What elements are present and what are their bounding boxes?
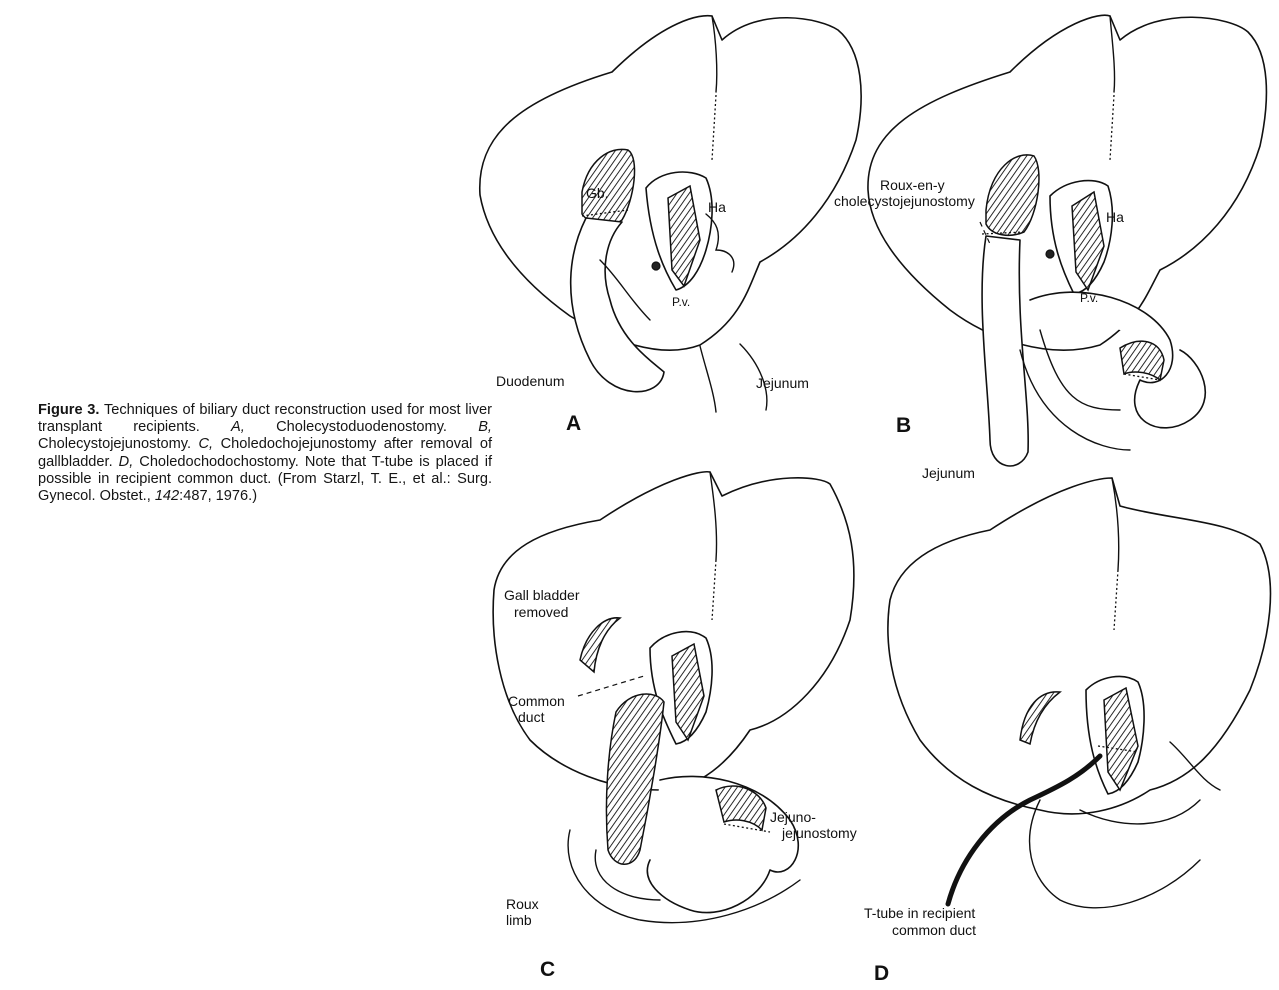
panel-letter-a: A	[566, 412, 581, 435]
panel-letter-c: C	[540, 958, 555, 981]
label-common-duct-2: duct	[518, 709, 545, 725]
label-roux-b-2: cholecystojejunostomy	[834, 193, 975, 209]
label-jejunum-a: Jejunum	[756, 375, 809, 391]
label-ha-a: Ha	[708, 199, 726, 215]
label-pv-b: P.v.	[1080, 291, 1098, 305]
panel-a: Gb. Ha P.v. Duodenum Jejunum A	[480, 16, 861, 435]
panel-c: Gall bladder removed Common duct Jejuno-…	[493, 472, 857, 981]
label-pv-a: P.v.	[672, 295, 690, 309]
label-roux-b-1: Roux-en-y	[880, 177, 945, 193]
panel-b: Roux-en-y cholecystojejunostomy Ha P.v. …	[834, 15, 1266, 481]
label-jj-1: Jejuno-	[770, 809, 816, 825]
liver-d	[888, 478, 1271, 814]
panel-letter-d: D	[874, 962, 889, 985]
label-jejunum-b: Jejunum	[922, 465, 975, 481]
panel-d-drawing	[888, 478, 1271, 908]
label-roux-limb-1: Roux	[506, 896, 539, 912]
label-gb-removed-2: removed	[514, 604, 568, 620]
liver-c	[493, 472, 854, 790]
panel-b-drawing	[868, 15, 1266, 466]
label-jj-2: jejunostomy	[781, 825, 857, 841]
panel-a-drawing	[480, 16, 861, 412]
label-roux-limb-2: limb	[506, 912, 532, 928]
label-ttube-2: common duct	[892, 922, 976, 938]
panel-letter-b: B	[896, 414, 911, 437]
label-duodenum: Duodenum	[496, 373, 565, 389]
label-ha-b: Ha	[1106, 209, 1124, 225]
panel-d: T-tube in recipient common duct D	[864, 478, 1270, 985]
label-ttube-1: T-tube in recipient	[864, 905, 975, 921]
label-gb-removed-1: Gall bladder	[504, 587, 580, 603]
label-common-duct-1: Common	[508, 693, 565, 709]
label-gb: Gb.	[586, 185, 609, 201]
